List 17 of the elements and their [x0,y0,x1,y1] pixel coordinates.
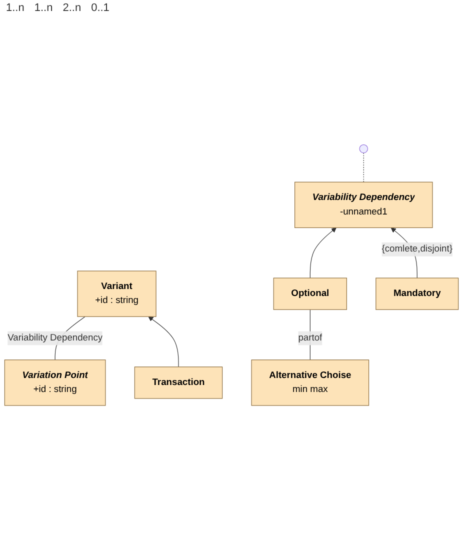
node-box: Optional [273,278,347,310]
node-box: Variability Dependency -unnamed1 [294,182,433,228]
multiplicity-label: 1..n [34,2,53,14]
multiplicity-label: 2..n [62,2,82,14]
arrow [310,228,336,279]
edge-label: {comlete,disjoint} [382,244,452,254]
node-box: Mandatory [376,278,459,310]
node-box: Transaction [134,367,223,400]
node-box: Variant +id : string [77,271,156,318]
node-box: Alternative Choise min max [251,360,370,406]
edge-label: Variability Dependency [8,333,103,344]
edge-label: partof [298,333,322,344]
connector [363,152,364,183]
multiplicity-label: 1..n [6,2,24,14]
node-box: Variation Point +id : string [4,360,106,406]
multiplicity-label: 0..1 [91,2,110,14]
arrow [148,316,179,368]
